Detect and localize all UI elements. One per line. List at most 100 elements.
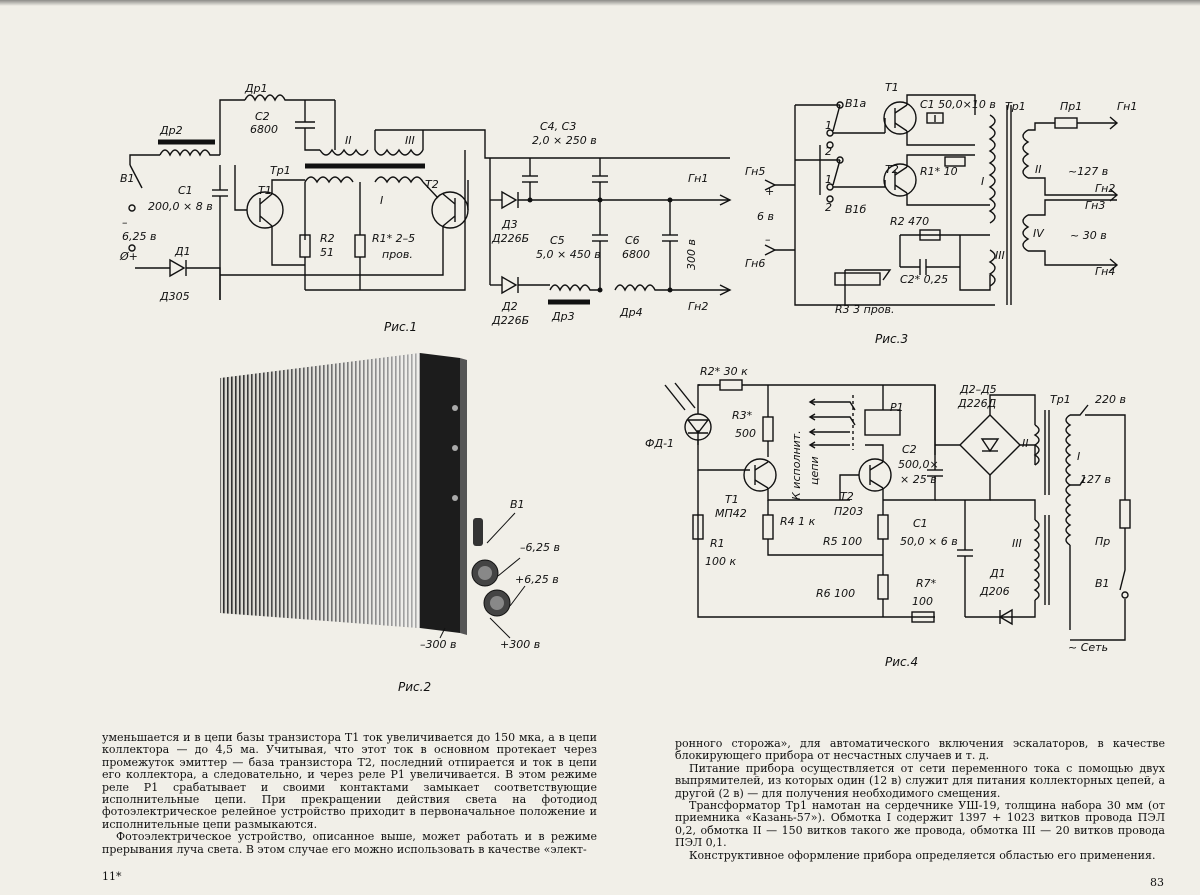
fig3-label-1a: 1	[825, 119, 832, 132]
page-number-left: 11*	[102, 870, 122, 883]
fig1-caption: Рис.1	[384, 320, 418, 334]
fig4-label-r7: R7*	[916, 577, 937, 590]
fig4-label-r1: R1	[710, 537, 725, 550]
fig3-label-i: I	[981, 175, 984, 188]
right-paragraph-3: Трансформатор Тр1 намотан на сердечнике …	[675, 799, 1165, 850]
fig1-label-plus: Ø+	[119, 250, 138, 263]
fig4-caption: Рис.4	[885, 655, 919, 669]
fig1-label-iii: III	[405, 134, 415, 147]
fig3-label-1b: 1	[825, 173, 832, 186]
fig4-label-d2d5: Д2–Д5	[959, 383, 997, 396]
fig2-label-p625: +6,25 в	[515, 573, 559, 586]
fig1-label-i: I	[380, 194, 383, 207]
fig1-label-c6: С6	[625, 234, 640, 247]
fig3-label-t1: Т1	[885, 81, 899, 94]
fig4-label-i: I	[1077, 450, 1080, 463]
fig1-label-r2-val: 51	[320, 246, 334, 259]
fig1-label-300v: 300 в	[685, 239, 698, 270]
fig4-label-r6: R6 100	[816, 587, 855, 600]
fig1-label-b1: В1	[120, 172, 135, 185]
fig1-label-r1: R1* 2–5	[372, 232, 415, 245]
fig1-label-t1: Т1	[258, 184, 272, 197]
fig1-label-c4c3-val: 2,0 × 250 в	[532, 134, 597, 147]
fig3-caption: Рис.3	[875, 332, 909, 346]
fig4-label-d1-type: Д206	[979, 585, 1010, 598]
fig4-label-tr1: Тр1	[1050, 393, 1071, 406]
fig1-label-d1: Д1	[174, 245, 191, 258]
fig1-label-d3: Д3	[501, 218, 518, 231]
fig1-label-tr1: Тр1	[270, 164, 291, 177]
fig4-schematic: R2* 30 к Д2–Д5 Д226Д Тр1 220 в R3* 500 К…	[645, 365, 1131, 654]
fig3-label-pr1: Пр1	[1060, 100, 1082, 113]
fig3-label-b1b: В1б	[845, 203, 867, 216]
page-number-right: 83	[1150, 876, 1164, 889]
fig3-label-c1: С1 50,0×10 в	[920, 98, 996, 111]
fig1-label-ii: II	[345, 134, 352, 147]
fig4-label-127v: 127 в	[1080, 473, 1111, 486]
fig3-label-30v: ~ 30 в	[1070, 229, 1107, 242]
fig4-label-c1-val: 50,0 × 6 в	[900, 535, 958, 548]
fig3-label-tr1: Тр1	[1005, 100, 1026, 113]
fig4-label-220v: 220 в	[1095, 393, 1126, 406]
fig2-label-m300: –300 в	[420, 638, 456, 651]
fig1-label-6v25: 6,25 в	[122, 230, 156, 243]
fig4-label-b1: В1	[1095, 577, 1110, 590]
fig2-device-photo: В1 –6,25 в +6,25 в –300 в +300 в	[220, 353, 560, 651]
fig1-label-gn1: Гн1	[688, 172, 708, 185]
left-paragraph-1: уменьшается и в цепи базы транзистора Т1…	[102, 731, 597, 831]
fig4-label-p1: Р1	[890, 401, 904, 414]
right-paragraph-2: Питание прибора осуществляется от сети п…	[675, 761, 1165, 800]
fig1-label-d2-type: Д226Б	[491, 314, 529, 327]
fig1-label-gn2: Гн2	[688, 300, 708, 313]
fig1-label-minus: –	[122, 216, 128, 229]
fig1-label-c4c3: С4, С3	[540, 120, 576, 133]
fig4-label-iii: III	[1012, 537, 1022, 550]
fig2-label-m625: –6,25 в	[520, 541, 560, 554]
fig4-label-c1: С1	[913, 517, 928, 530]
fig4-label-t2: Т2	[840, 490, 854, 503]
fig1-label-t2: Т2	[425, 178, 439, 191]
fig1-label-d3-type: Д226Б	[491, 232, 529, 245]
fig1-label-c1: С1	[178, 184, 193, 197]
fig4-label-relay-out: К исполнит.	[790, 430, 803, 500]
left-text-column: уменьшается и в цепи базы транзистора Т1…	[102, 731, 597, 856]
left-paragraph-2: Фотоэлектрическое устройство, описанное …	[102, 830, 597, 856]
fig1-label-c5-val: 5,0 × 450 в	[536, 248, 601, 261]
fig2-caption: Рис.2	[398, 680, 432, 694]
fig4-label-r3-val: 500	[735, 427, 756, 440]
fig4-label-relay-out2: цепи	[808, 456, 821, 485]
fig1-label-c2-val: 6800	[250, 123, 278, 136]
fig3-label-iii: III	[995, 249, 1005, 262]
fig4-label-t1-type: МП42	[715, 507, 747, 520]
fig3-label-gn1: Гн1	[1117, 100, 1137, 113]
fig1-label-c5: С5	[550, 234, 565, 247]
fig3-schematic: Т1 В1а С1 50,0×10 в Тр1 Пр1 Гн1 1 2 Гн5 …	[745, 81, 1137, 316]
fig3-label-gn6: Гн6	[745, 257, 765, 270]
fig3-label-ii: II	[1035, 163, 1042, 176]
fig2-label-p300: +300 в	[500, 638, 540, 651]
fig3-label-6v: 6 в	[757, 210, 774, 223]
fig1-label-d2: Д2	[501, 300, 518, 313]
fig3-label-gn4: Гн4	[1095, 265, 1115, 278]
fig3-label-2b: 2	[825, 201, 832, 214]
scan-top-edge	[0, 0, 1200, 6]
fig4-label-d226d: Д226Д	[957, 397, 997, 410]
fig1-label-r2: R2	[320, 232, 335, 245]
fig3-label-t2: Т2	[885, 163, 899, 176]
fig3-label-r3: R3 3 пров.	[835, 303, 895, 316]
fig3-label-gn2: Гн2	[1095, 182, 1115, 195]
fig4-label-t2-type: П203	[834, 505, 863, 518]
fig4-label-fd1: ФД-1	[645, 437, 674, 450]
right-text-column: ронного сторожа», для автоматического вк…	[675, 737, 1165, 862]
right-paragraph-1: ронного сторожа», для автоматического вк…	[675, 737, 1165, 763]
fig3-label-r2: R2 470	[890, 215, 929, 228]
fig4-label-ii: II	[1022, 437, 1029, 450]
fig3-label-c2: С2* 0,25	[900, 273, 948, 286]
fig3-label-iv: IV	[1033, 227, 1045, 240]
fig1-schematic: Др1 Др2 С2 6800 II III С4, С3 2,0 × 250 …	[119, 82, 732, 327]
fig1-label-c6-val: 6800	[622, 248, 650, 261]
fig1-label-dr3: Др3	[551, 310, 575, 323]
fig3-label-gn5: Гн5	[745, 165, 765, 178]
fig4-label-pr: Пр	[1095, 535, 1110, 548]
fig4-label-d1: Д1	[989, 567, 1006, 580]
